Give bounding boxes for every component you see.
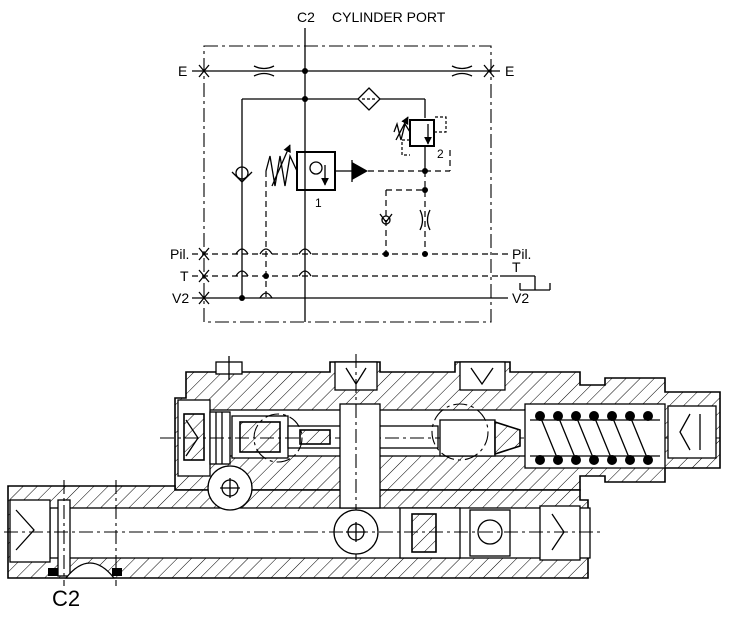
junction-dot [422,168,428,174]
component-2-label: 2 [437,147,444,161]
section-view: C2 [4,354,721,611]
c2-port-opening [48,480,122,586]
right-label-pil: Pil. [512,246,531,262]
cross-mark [198,269,210,283]
main-valve-1 [265,144,368,191]
cross-mark [483,64,495,78]
check-poppet [399,507,511,559]
left-end-plug-lower [4,499,600,563]
tank-icon [519,283,551,291]
left-label-pil: Pil. [170,246,189,262]
check-valve-left [231,166,253,183]
valve-envelope [203,45,492,323]
left-label-e: E [178,63,187,79]
relief-valve-2 [393,116,447,156]
top-screw [215,356,243,380]
right-label-t: T [512,259,521,275]
adjusting-screw-cap [667,405,717,459]
section-port-label: C2 [52,586,80,611]
hidden-passage [431,403,489,461]
line-hops [235,248,312,299]
port-passage-left [207,465,253,511]
junction-dot [422,187,428,193]
spring-coils [535,411,653,465]
vertical-passage [339,403,381,509]
component-1-label: 1 [315,196,322,210]
right-label-e: E [505,63,514,79]
top-plug-right [459,361,506,391]
orifice-restriction [451,65,473,77]
left-label-v2: V2 [172,290,189,306]
pilot-check-valve [379,213,393,225]
pilot-orifice [419,209,431,231]
cross-mark [198,247,210,261]
filter-icon [357,87,381,111]
top-port-caption: CYLINDER PORT [332,9,446,25]
hidden-passage [253,413,303,463]
top-port-label: C2 [297,9,315,25]
right-plug-lower [539,505,581,561]
spool [160,415,720,459]
hydraulic-schematic: C2 CYLINDER PORT E E [170,9,551,323]
right-label-v2: V2 [512,290,529,306]
orifice-restriction [253,65,275,77]
left-label-t: T [180,268,189,284]
cross-mark [198,291,210,305]
cross-mark [198,64,210,78]
